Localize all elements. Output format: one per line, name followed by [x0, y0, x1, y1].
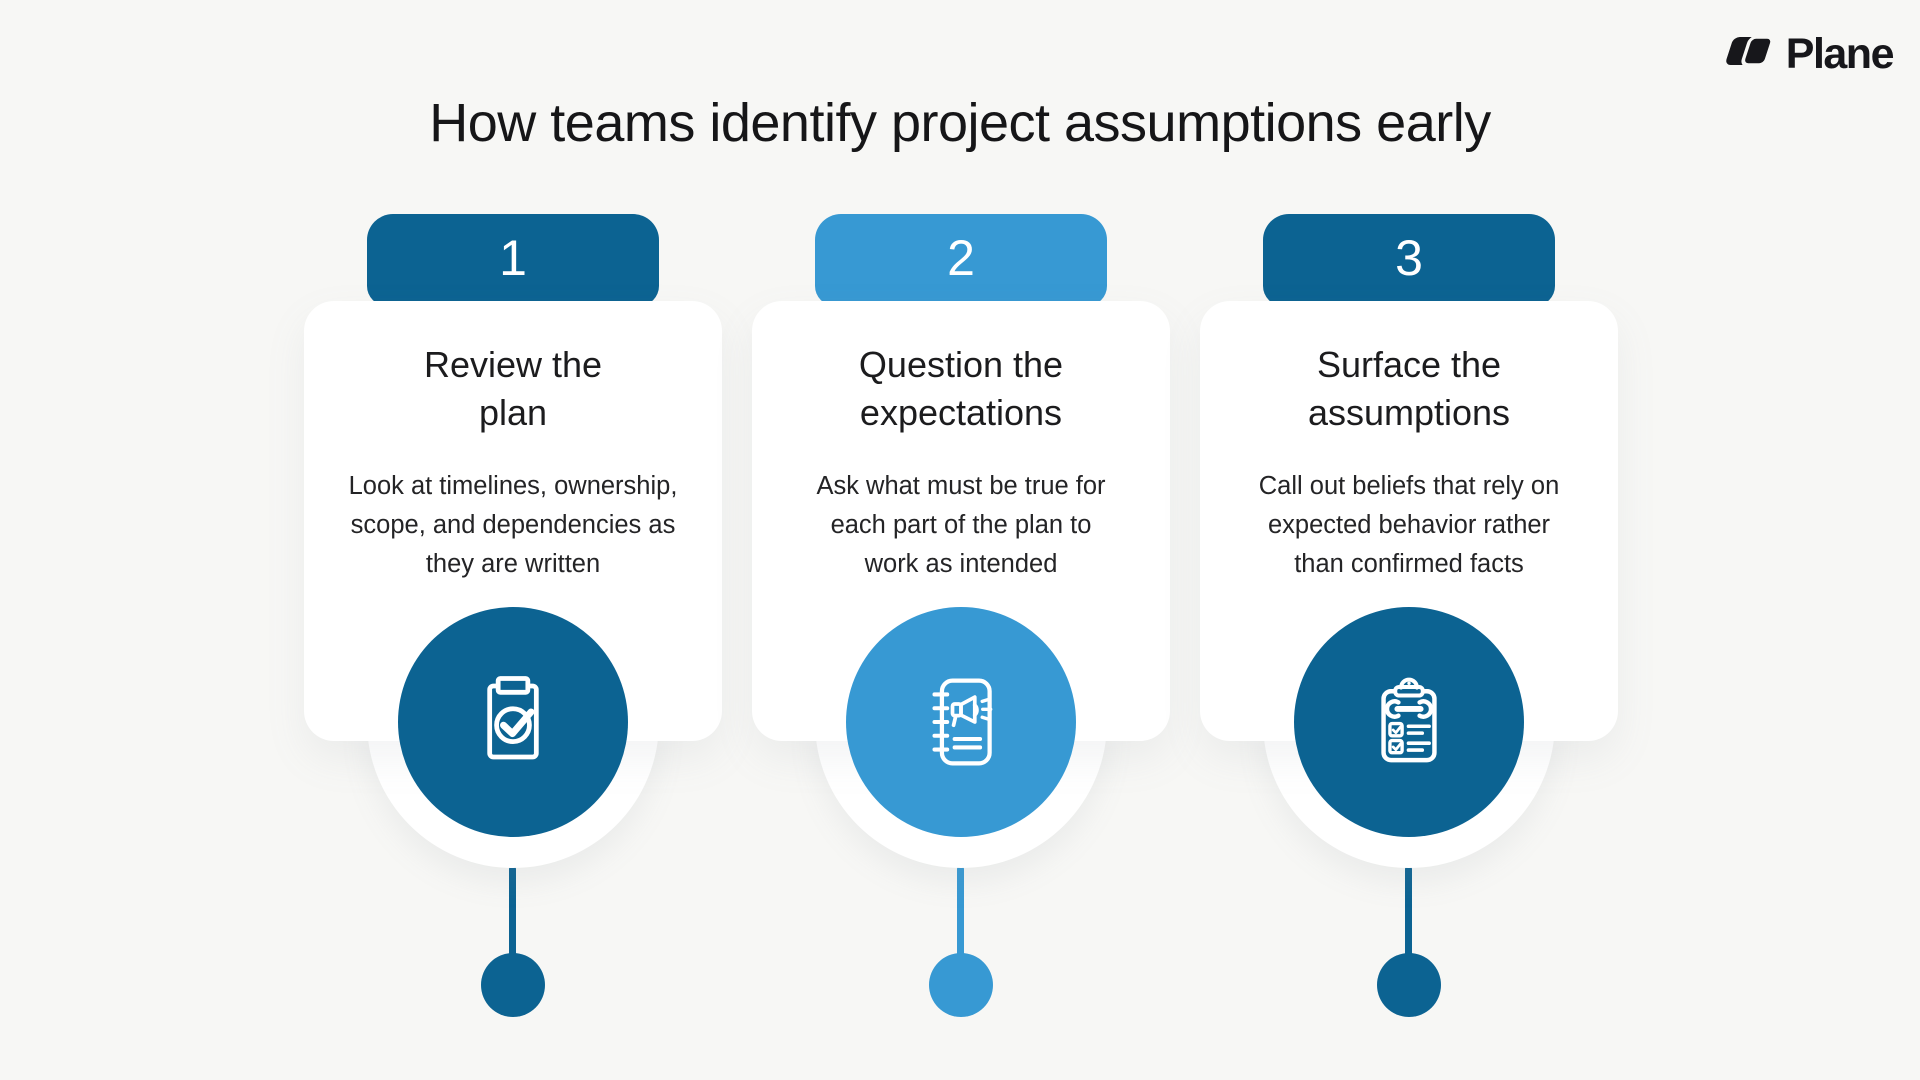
notebook-megaphone-icon	[846, 607, 1076, 837]
step-title-line: assumptions	[1307, 391, 1511, 433]
connector-line	[1405, 866, 1412, 958]
plane-logo-text: Plane	[1785, 30, 1895, 78]
clipboard-wrench-checklist-icon	[1294, 607, 1524, 837]
step-number: 3	[1395, 230, 1423, 286]
step-number-tab: 3	[1263, 214, 1555, 306]
step-title-line: plan	[478, 391, 548, 433]
step-description: Ask what must be true for each part of t…	[776, 467, 1146, 583]
step-column-1: 1 Review the plan Look at timelines, own…	[304, 0, 722, 1080]
step-number: 1	[499, 230, 527, 286]
connector-line	[957, 866, 964, 958]
plane-logo: Plane	[1722, 30, 1895, 79]
step-number: 2	[947, 230, 975, 286]
connector-dot	[481, 953, 545, 1017]
step-description-line: each part of the plan to	[830, 510, 1092, 539]
step-title: Question the expectations	[776, 341, 1146, 436]
page-title: How teams identify project assumptions e…	[429, 93, 1491, 153]
step-description-line: Ask what must be true for	[816, 472, 1106, 501]
plane-logo-mark-icon	[1722, 30, 1775, 79]
connector-line	[509, 866, 516, 958]
step-description-line: than confirmed facts	[1294, 549, 1524, 578]
step-description-line: work as intended	[864, 549, 1058, 578]
step-description: Look at timelines, ownership, scope, and…	[328, 467, 698, 583]
step-description-line: they are written	[425, 549, 601, 578]
step-description-line: Look at timelines, ownership,	[348, 472, 678, 501]
step-description: Call out beliefs that rely on expected b…	[1224, 467, 1594, 583]
step-title-line: Surface the	[1316, 344, 1502, 385]
step-title-line: Question the	[858, 344, 1064, 385]
step-description-line: expected behavior rather	[1267, 510, 1551, 539]
step-title: Surface the assumptions	[1224, 341, 1594, 436]
step-title-line: expectations	[859, 391, 1063, 433]
connector-dot	[1377, 953, 1441, 1017]
step-title: Review the plan	[328, 341, 698, 436]
step-card: Question the expectations Ask what must …	[752, 301, 1170, 741]
step-column-3: 3 Surface the assumptions Call out belie…	[1200, 0, 1618, 1080]
step-title-line: Review the	[423, 344, 603, 385]
clipboard-check-icon	[398, 607, 628, 837]
step-number-tab: 2	[815, 214, 1107, 306]
step-column-2: 2 Question the expectations Ask what mus…	[752, 0, 1170, 1080]
step-description-line: scope, and dependencies as	[350, 510, 676, 539]
step-number-tab: 1	[367, 214, 659, 306]
connector-dot	[929, 953, 993, 1017]
step-description-line: Call out beliefs that rely on	[1258, 472, 1560, 501]
